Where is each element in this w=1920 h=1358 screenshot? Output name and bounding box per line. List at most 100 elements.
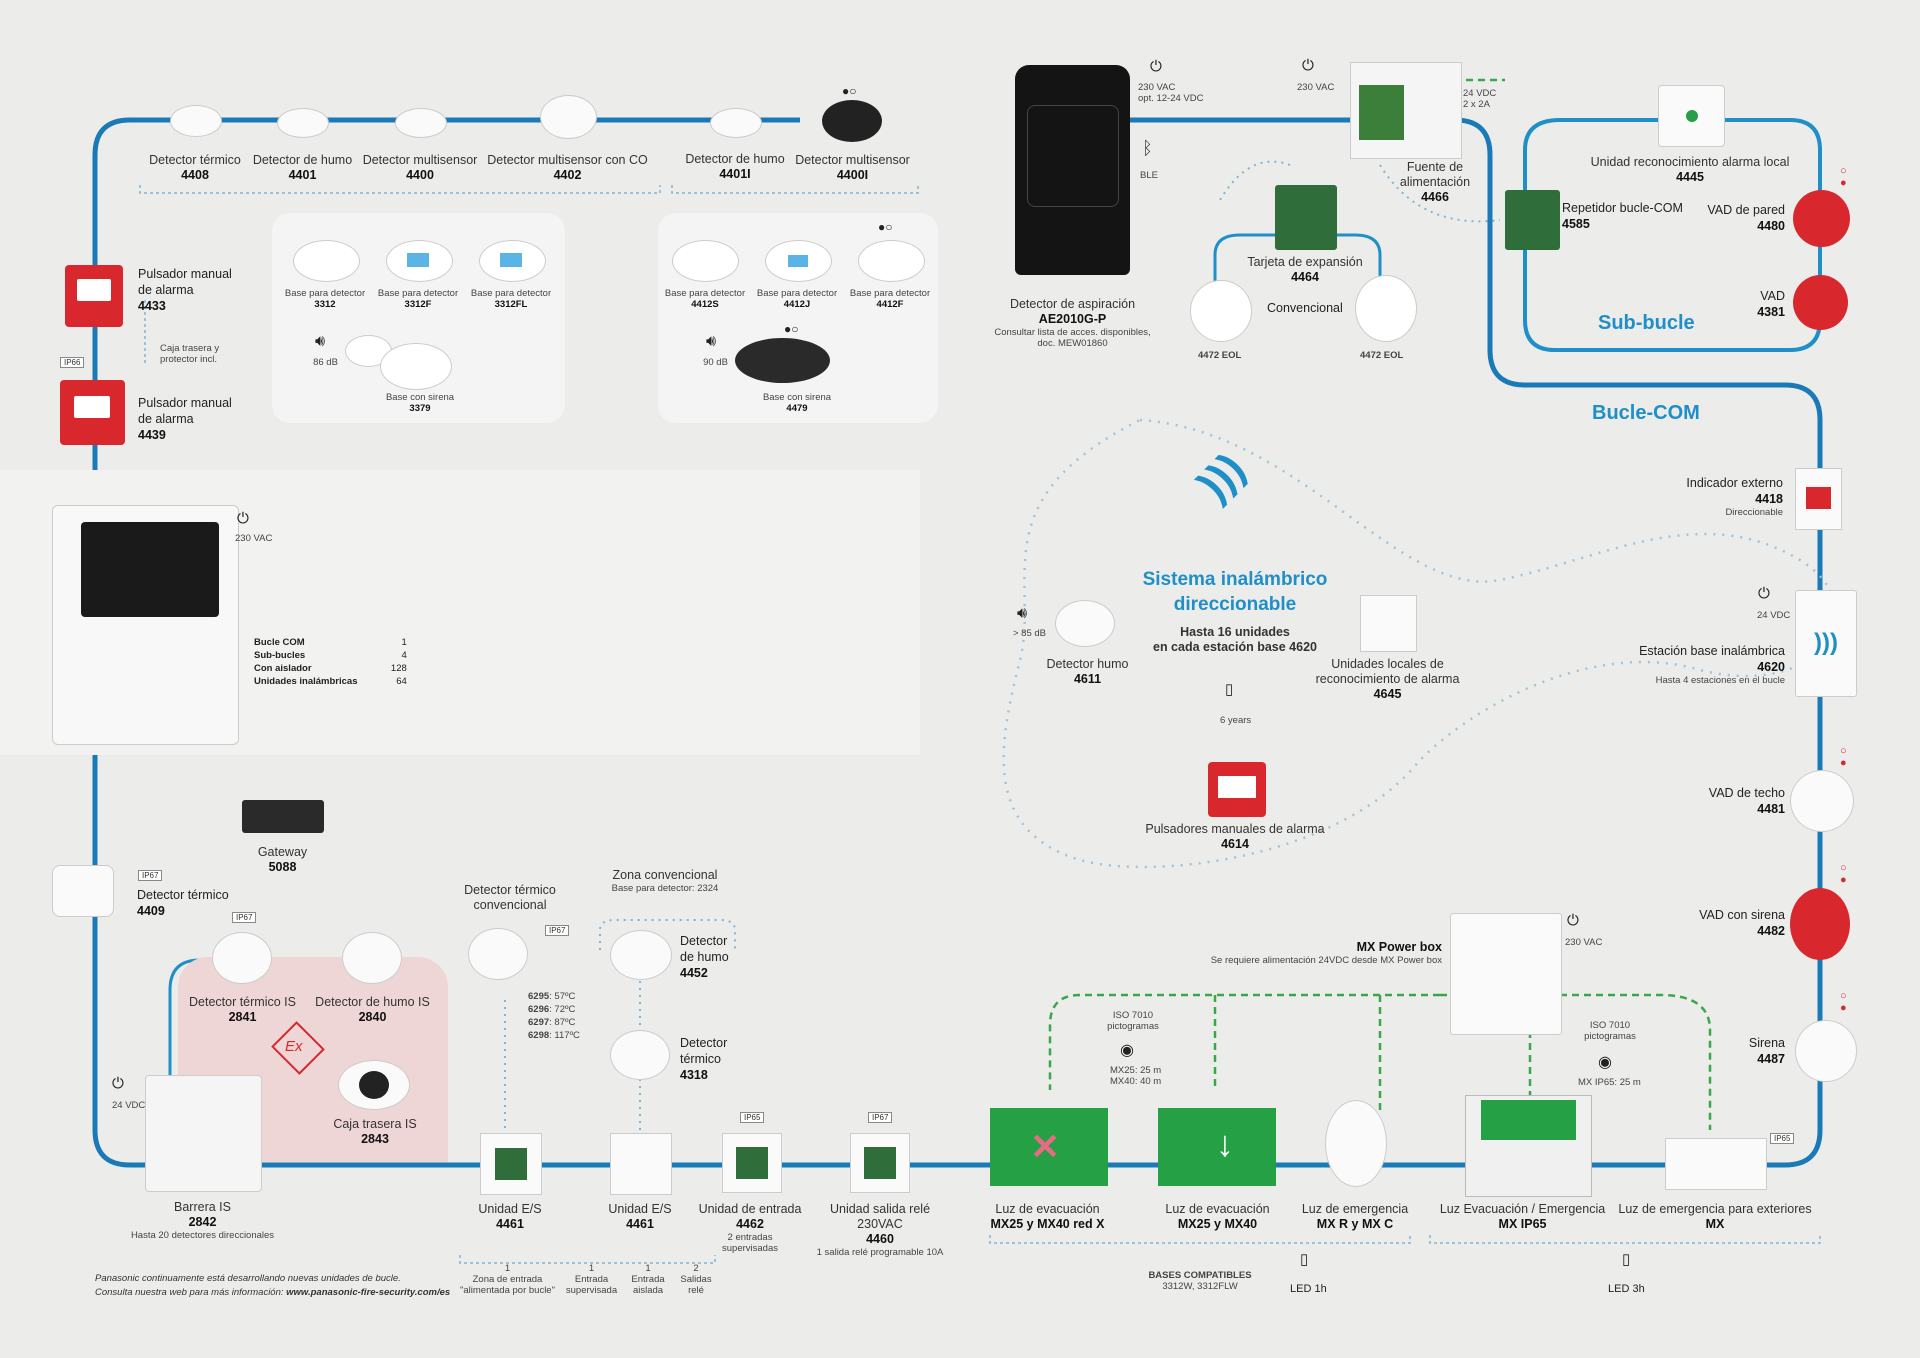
sub-bucle-title: Sub-bucle	[1598, 312, 1695, 334]
mx-ip65-image	[1465, 1095, 1592, 1197]
mx-exit-image: ↓	[1158, 1108, 1276, 1186]
sub-bucle-loop	[1523, 118, 1822, 352]
thermal-4318-image	[610, 1030, 670, 1080]
ack-4645-image	[1360, 595, 1417, 652]
ip67-badge: IP67	[545, 925, 570, 936]
vad-ceiling-image	[1790, 770, 1854, 832]
iso-label-1: ISO 7010 pictogramas	[1107, 1010, 1159, 1032]
wireless-base-image: )))	[1795, 590, 1857, 697]
mcp-4439-image	[60, 380, 125, 445]
backbox-note: Caja trasera y protector incl.	[160, 343, 220, 365]
ack-unit-4445-image	[1658, 85, 1725, 147]
mcp-4614-image	[1208, 762, 1266, 817]
base-3312-image	[293, 240, 360, 282]
mx-emergency-image	[1325, 1100, 1387, 1187]
detector-4401i-image	[710, 108, 762, 138]
color-dots-icon: ●○	[842, 84, 857, 98]
eol-4472-left: 4472 EOL	[1198, 350, 1242, 361]
mcp-4433-image	[65, 265, 123, 327]
battery-life: 6 years	[1220, 715, 1252, 726]
plug-icon: ⏻	[1567, 912, 1579, 929]
base-4479-image	[735, 338, 830, 383]
footer-link[interactable]: www.panasonic-fire-security.com/es	[286, 1287, 451, 1298]
color-dots-icon: ○●	[1840, 862, 1847, 886]
relay-unit-image	[850, 1133, 910, 1193]
mx-outdoor-image	[1665, 1138, 1767, 1190]
led-3h: LED 3h	[1608, 1283, 1645, 1295]
io-unit-2-image	[610, 1133, 672, 1195]
eol-4472-left-image	[1190, 280, 1252, 342]
smoke-4611-image	[1055, 600, 1115, 647]
expansion-card-image	[1275, 185, 1337, 250]
ip67-badge: IP67	[138, 870, 163, 881]
iso-range-2: MX IP65: 25 m	[1578, 1077, 1641, 1088]
eol-4472-right-image	[1355, 275, 1417, 342]
plug-icon: ⏻	[1302, 57, 1314, 74]
vad-wall-4480-image	[1793, 190, 1850, 247]
ip65-badge: IP65	[740, 1112, 765, 1123]
conv-thermal: Detector térmico convencional	[464, 883, 556, 912]
io-unit-1-image	[480, 1133, 542, 1195]
eye-icon: ◉	[1598, 1054, 1612, 1071]
control-panel-image	[52, 505, 239, 745]
color-dots-icon: ●○	[878, 220, 893, 234]
thermal-is-image	[212, 932, 272, 984]
base-3312f-image	[386, 240, 453, 282]
psu-power: 230 VAC	[1297, 82, 1335, 93]
conv-thermal-temps: 6295: 57ºC 6296: 72ºC 6297: 87ºC 6298: 1…	[528, 991, 580, 1041]
top-bracket-2	[671, 185, 919, 194]
detector-4402-image	[540, 95, 597, 139]
ble-label: BLE	[1140, 170, 1158, 181]
mx-powerbox-image	[1450, 913, 1562, 1035]
vad-siren-image	[1790, 888, 1850, 960]
panel-power: 230 VAC	[235, 533, 273, 544]
base-3312fl-image	[479, 240, 546, 282]
repeater-4585-image	[1505, 190, 1560, 250]
aspiration-detector-image	[1015, 65, 1130, 275]
mx-link	[1048, 993, 1712, 1130]
barrier-power: 24 VDC	[112, 1100, 146, 1111]
top-bracket-1	[139, 185, 661, 194]
mx-powerbox-power: 230 VAC	[1565, 937, 1603, 948]
speaker-icon: 🔊︎	[706, 333, 717, 350]
